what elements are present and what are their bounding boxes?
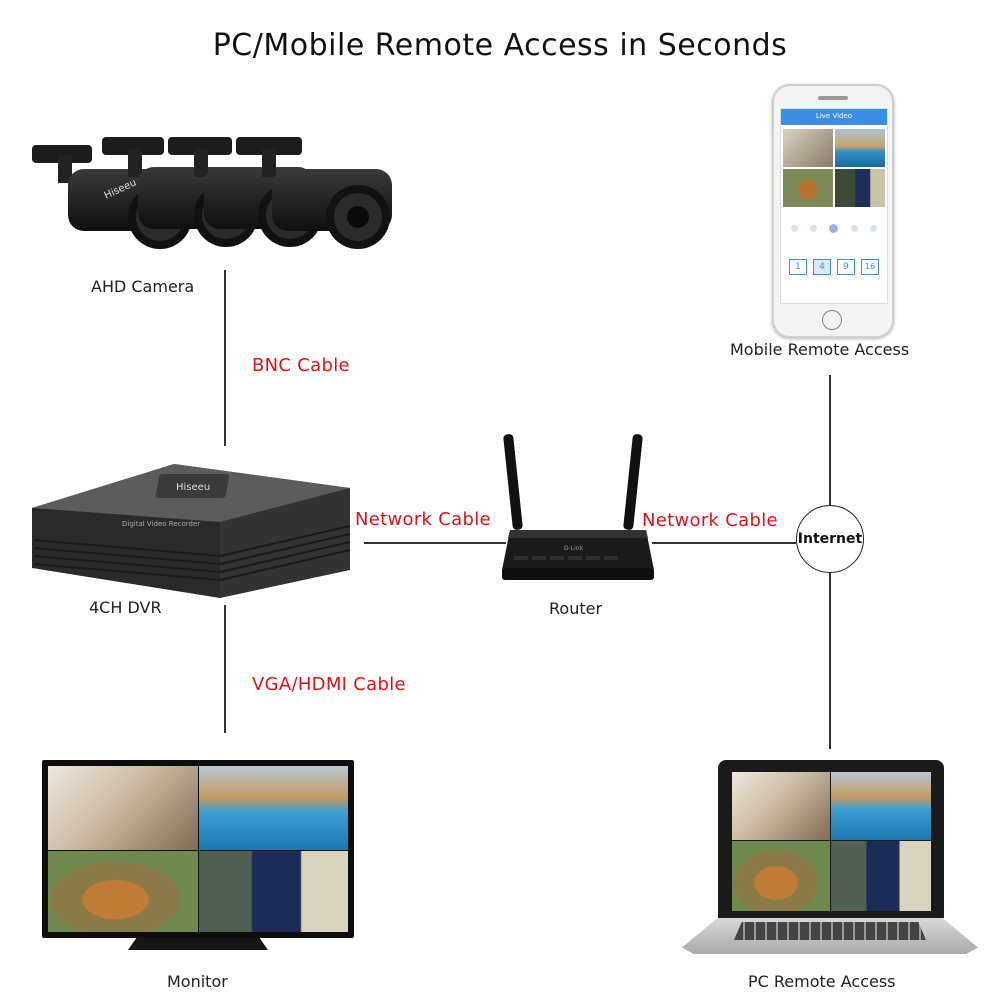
laptop-video-tile-1 bbox=[732, 772, 830, 840]
network-cable-label-right: Network Cable bbox=[642, 510, 778, 531]
mobile-phone-image: Live Video 1 4 9 16 bbox=[772, 84, 894, 338]
network-cable-line-left bbox=[364, 542, 506, 544]
bnc-cable-label: BNC Cable bbox=[252, 355, 350, 376]
phone-video-tile-3 bbox=[783, 169, 833, 207]
layout-button-1[interactable]: 1 bbox=[789, 259, 807, 275]
internet-node: Internet bbox=[796, 505, 864, 573]
phone-home-button bbox=[822, 310, 842, 330]
network-cable-label-left: Network Cable bbox=[355, 509, 491, 530]
phone-header-title: Live Video bbox=[815, 112, 853, 120]
router-brand: D-Link bbox=[564, 545, 584, 552]
router-label: Router bbox=[549, 599, 603, 618]
page-title: PC/Mobile Remote Access in Seconds bbox=[212, 28, 788, 63]
laptop-video-tile-2 bbox=[831, 772, 931, 840]
dvr-model: Digital Video Recorder bbox=[122, 520, 200, 528]
dvr-brand: Hiseeu bbox=[176, 482, 210, 493]
phone-speaker bbox=[818, 96, 848, 100]
laptop-keyboard bbox=[734, 922, 926, 940]
router-image: D-Link bbox=[502, 434, 654, 580]
internet-pc-line bbox=[829, 571, 831, 749]
monitor-video-tile-2 bbox=[199, 766, 348, 850]
phone-layout-buttons: 1 4 9 16 bbox=[789, 259, 879, 275]
dvr-image: Hiseeu Digital Video Recorder bbox=[32, 464, 351, 598]
laptop-video-tile-3 bbox=[732, 841, 830, 911]
phone-video-tile-2 bbox=[835, 129, 885, 167]
phone-screen: Live Video 1 4 9 16 bbox=[780, 108, 888, 304]
pc-remote-access-label: PC Remote Access bbox=[748, 972, 896, 991]
vga-hdmi-cable-line bbox=[224, 605, 226, 733]
network-cable-line-right bbox=[652, 542, 796, 544]
monitor-label: Monitor bbox=[167, 972, 228, 991]
bnc-cable-line bbox=[224, 270, 226, 446]
vga-hdmi-cable-label: VGA/HDMI Cable bbox=[252, 674, 406, 695]
layout-button-9[interactable]: 9 bbox=[837, 259, 855, 275]
internet-label: Internet bbox=[797, 531, 863, 547]
dvr-label: 4CH DVR bbox=[89, 598, 162, 617]
phone-controls bbox=[785, 221, 883, 235]
laptop-image bbox=[682, 760, 978, 965]
ahd-camera-label: AHD Camera bbox=[91, 277, 195, 296]
mobile-remote-access-label: Mobile Remote Access bbox=[730, 340, 910, 359]
monitor-video-tile-3 bbox=[48, 851, 198, 932]
laptop-video-tile-4 bbox=[831, 841, 931, 911]
monitor-image bbox=[42, 760, 354, 970]
monitor-video-tile-4 bbox=[199, 851, 348, 932]
layout-button-16[interactable]: 16 bbox=[861, 259, 879, 275]
monitor-stand bbox=[128, 938, 268, 950]
layout-button-4[interactable]: 4 bbox=[813, 259, 831, 275]
mobile-internet-line bbox=[829, 375, 831, 505]
ahd-camera-image: Hiseeu bbox=[32, 137, 392, 249]
phone-header bbox=[781, 109, 887, 125]
monitor-video-tile-1 bbox=[48, 766, 198, 850]
phone-video-tile-4 bbox=[835, 169, 885, 207]
phone-video-tile-1 bbox=[783, 129, 833, 167]
